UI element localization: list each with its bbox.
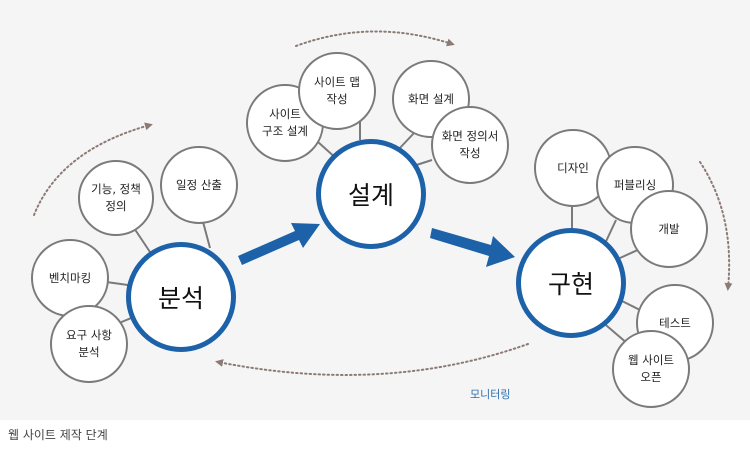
connector-layer: [33, 30, 733, 376]
cycle-arrow-implementation: [699, 161, 733, 291]
monitoring-label: 모니터링: [470, 388, 511, 401]
process-diagram: 기능, 정책 정의 일정 산출 벤치마킹 요구 사항 분석 분석 사이트 구조 …: [31, 30, 733, 408]
task-screen-spec: 화면 정의서 작성: [431, 106, 509, 184]
monitoring-feedback-arrow: [215, 343, 529, 376]
connector-line: [619, 299, 641, 311]
task-requirement-analysis: 요구 사항 분석: [50, 305, 128, 383]
cycle-arrow-design: [295, 30, 455, 47]
task-schedule: 일정 산출: [160, 146, 238, 224]
task-development: 개발: [630, 190, 708, 268]
flow-arrow-design-to-implementation: [430, 228, 515, 267]
stage-implementation: 구현: [516, 228, 626, 338]
task-sitemap: 사이트 맵 작성: [298, 52, 376, 130]
figure-caption: 웹 사이트 제작 단계: [8, 428, 108, 442]
flow-arrow-analysis-to-design: [238, 223, 320, 265]
task-benchmarking: 벤치마킹: [31, 239, 109, 317]
task-function-policy: 기능, 정책 정의: [78, 160, 154, 236]
task-site-open: 웹 사이트 오픈: [612, 330, 690, 408]
stage-analysis: 분석: [126, 242, 236, 352]
stage-design: 설계: [316, 139, 426, 249]
cycle-arrow-analysis: [33, 122, 153, 216]
